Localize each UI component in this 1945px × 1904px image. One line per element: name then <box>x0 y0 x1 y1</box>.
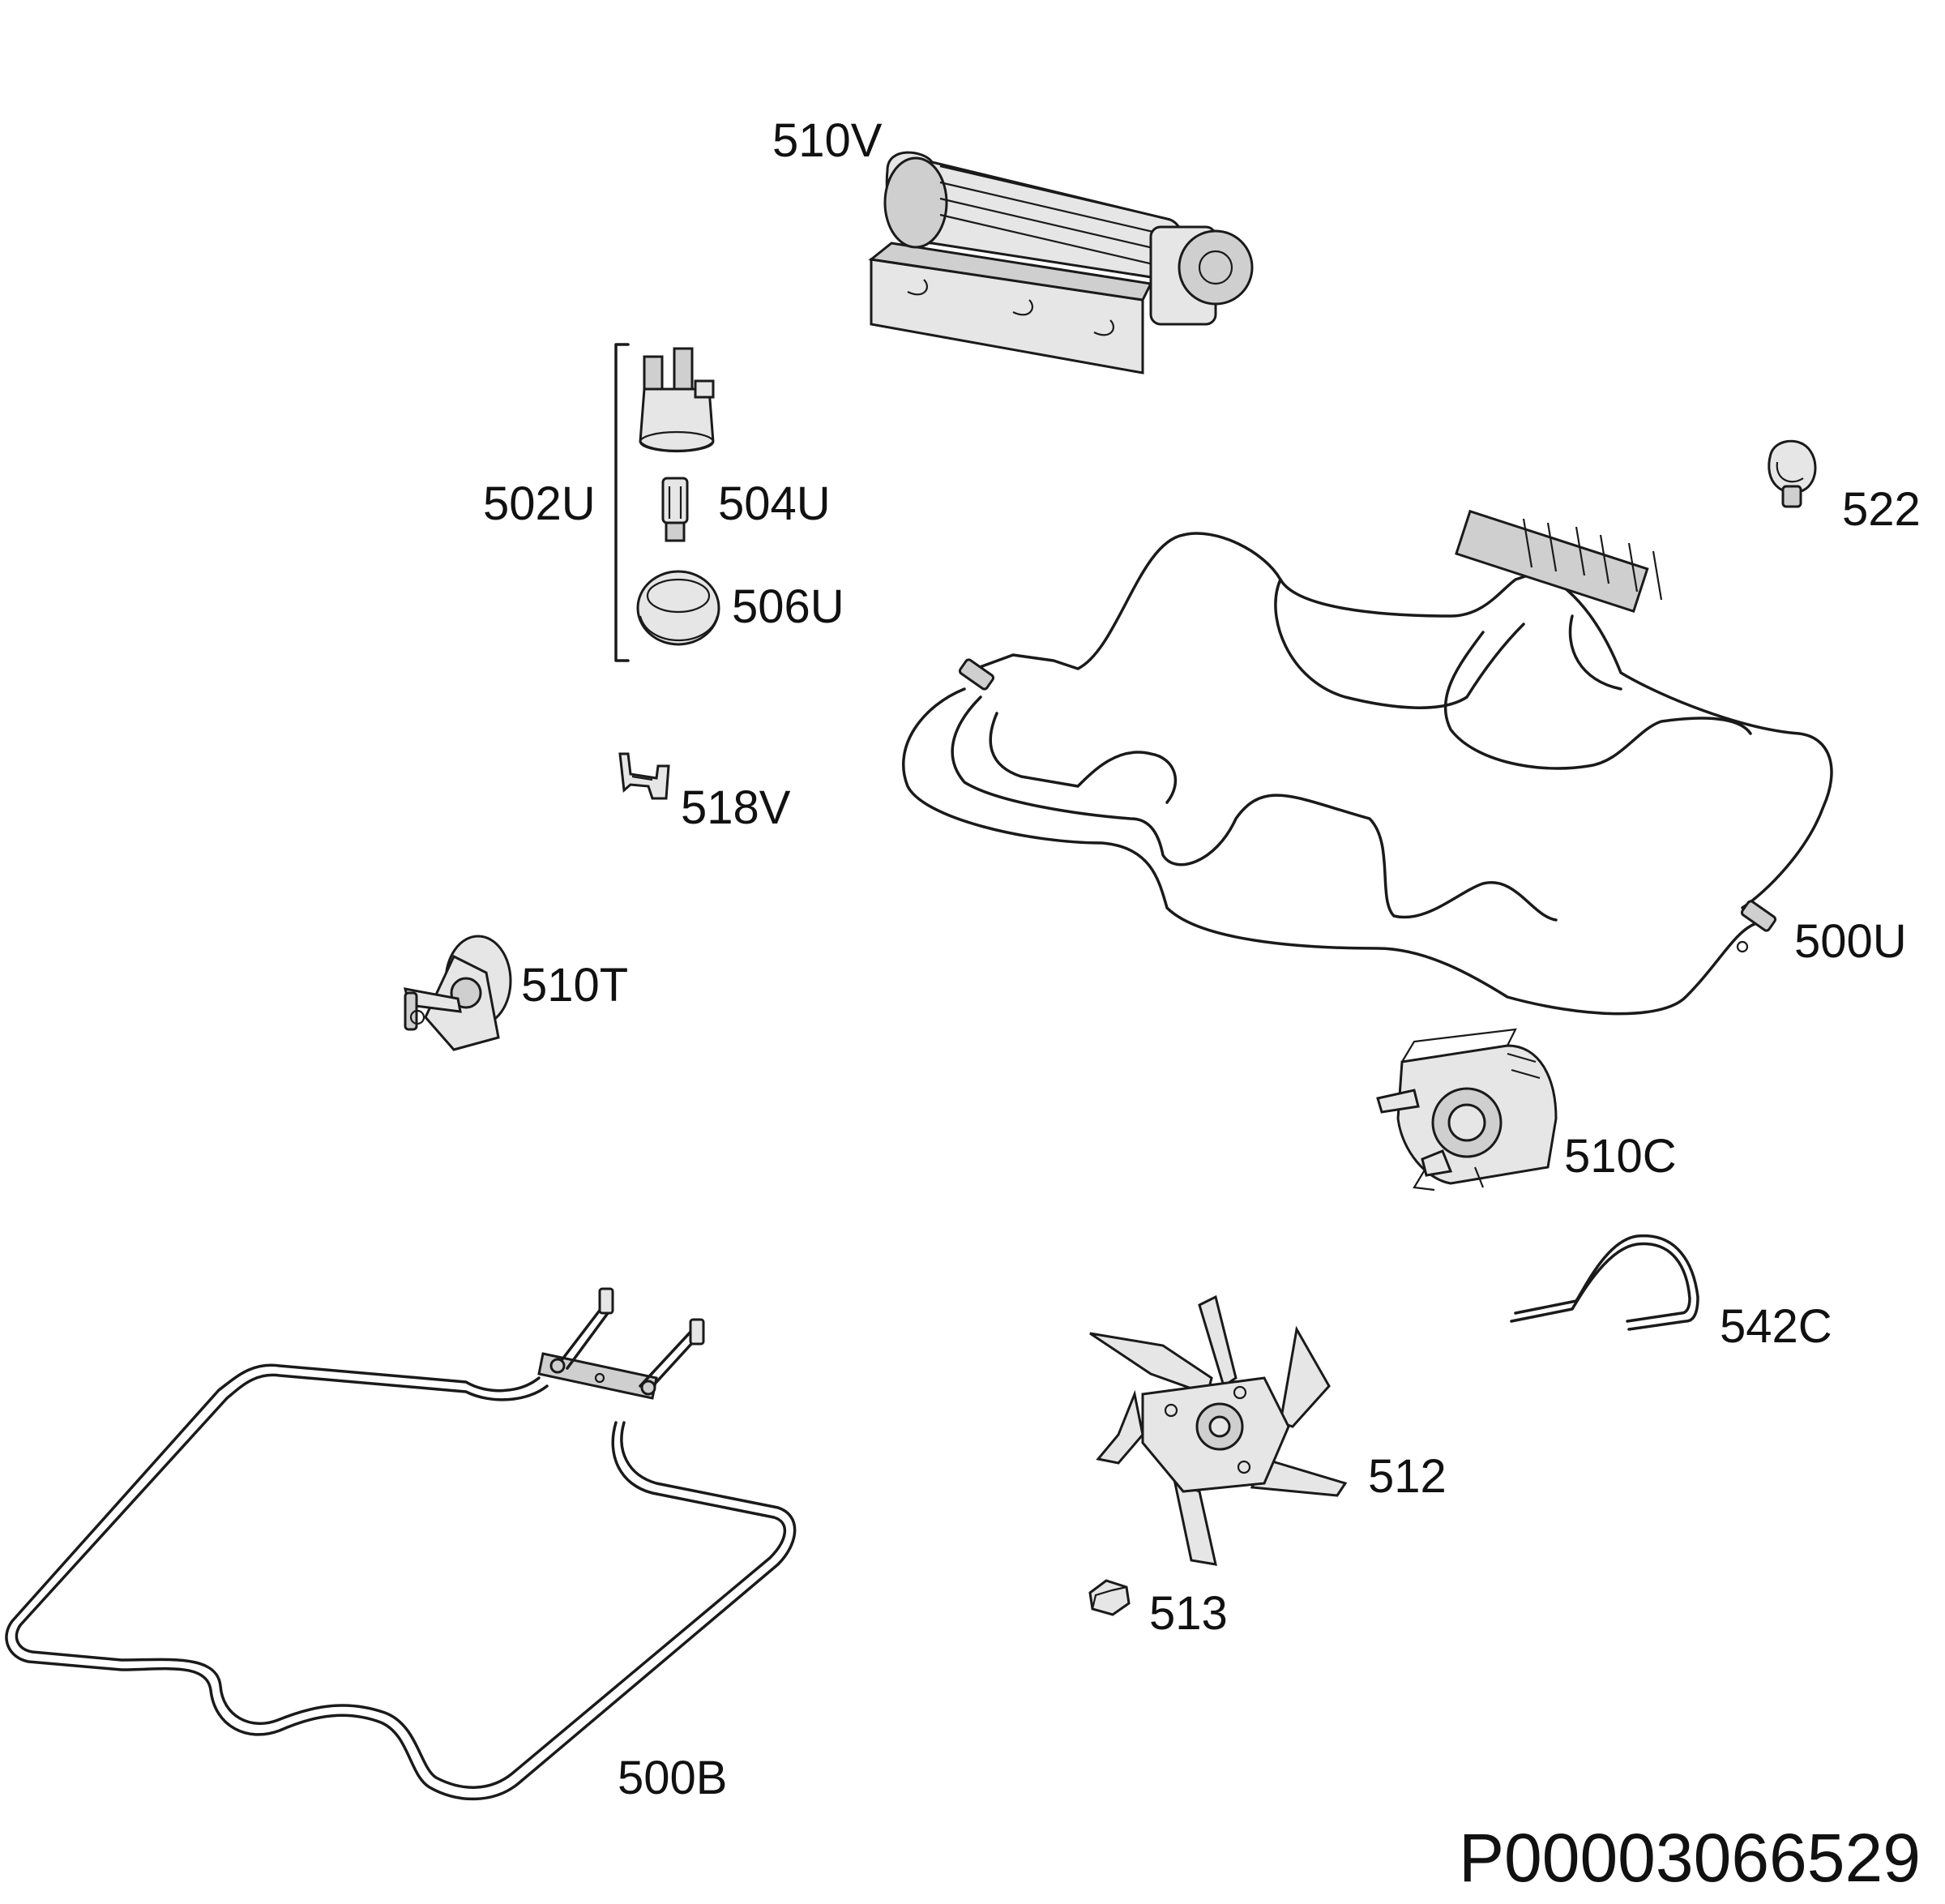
part-label-510T: 510T <box>521 959 629 1012</box>
upper-heating-element-part <box>902 509 1833 1016</box>
tangential-fan-part <box>868 151 1254 374</box>
part-label-510C: 510C <box>1564 1130 1677 1183</box>
part-label-513: 513 <box>1149 1587 1228 1640</box>
turnspit-motor-part <box>403 935 512 1051</box>
part-label-504U: 504U <box>718 477 831 530</box>
clip-part <box>618 752 670 800</box>
part-label-500U: 500U <box>1794 915 1907 968</box>
part-label-510V: 510V <box>772 114 883 167</box>
part-label-500B: 500B <box>618 1752 728 1804</box>
fan-nut-part <box>1088 1579 1131 1616</box>
fan-blade-part <box>1089 1294 1348 1566</box>
lower-heating-element-part <box>5 1287 797 1801</box>
part-label-502U: 502U <box>483 477 596 530</box>
fixing-strap-part <box>1510 1234 1699 1331</box>
fan-motor-part <box>1376 1028 1558 1192</box>
lamp-holder-part <box>639 347 715 453</box>
cable-clamp-part <box>1768 439 1817 508</box>
part-label-522: 522 <box>1842 483 1921 536</box>
group-bracket <box>614 343 630 662</box>
document-id: P00003066529 <box>1459 1820 1921 1896</box>
lamp-bulb-part <box>661 477 689 542</box>
part-label-518V: 518V <box>681 781 791 834</box>
lamp-glass-part <box>636 570 720 646</box>
part-label-512: 512 <box>1368 1450 1447 1503</box>
part-label-506U: 506U <box>732 580 844 633</box>
part-label-542C: 542C <box>1720 1300 1832 1353</box>
